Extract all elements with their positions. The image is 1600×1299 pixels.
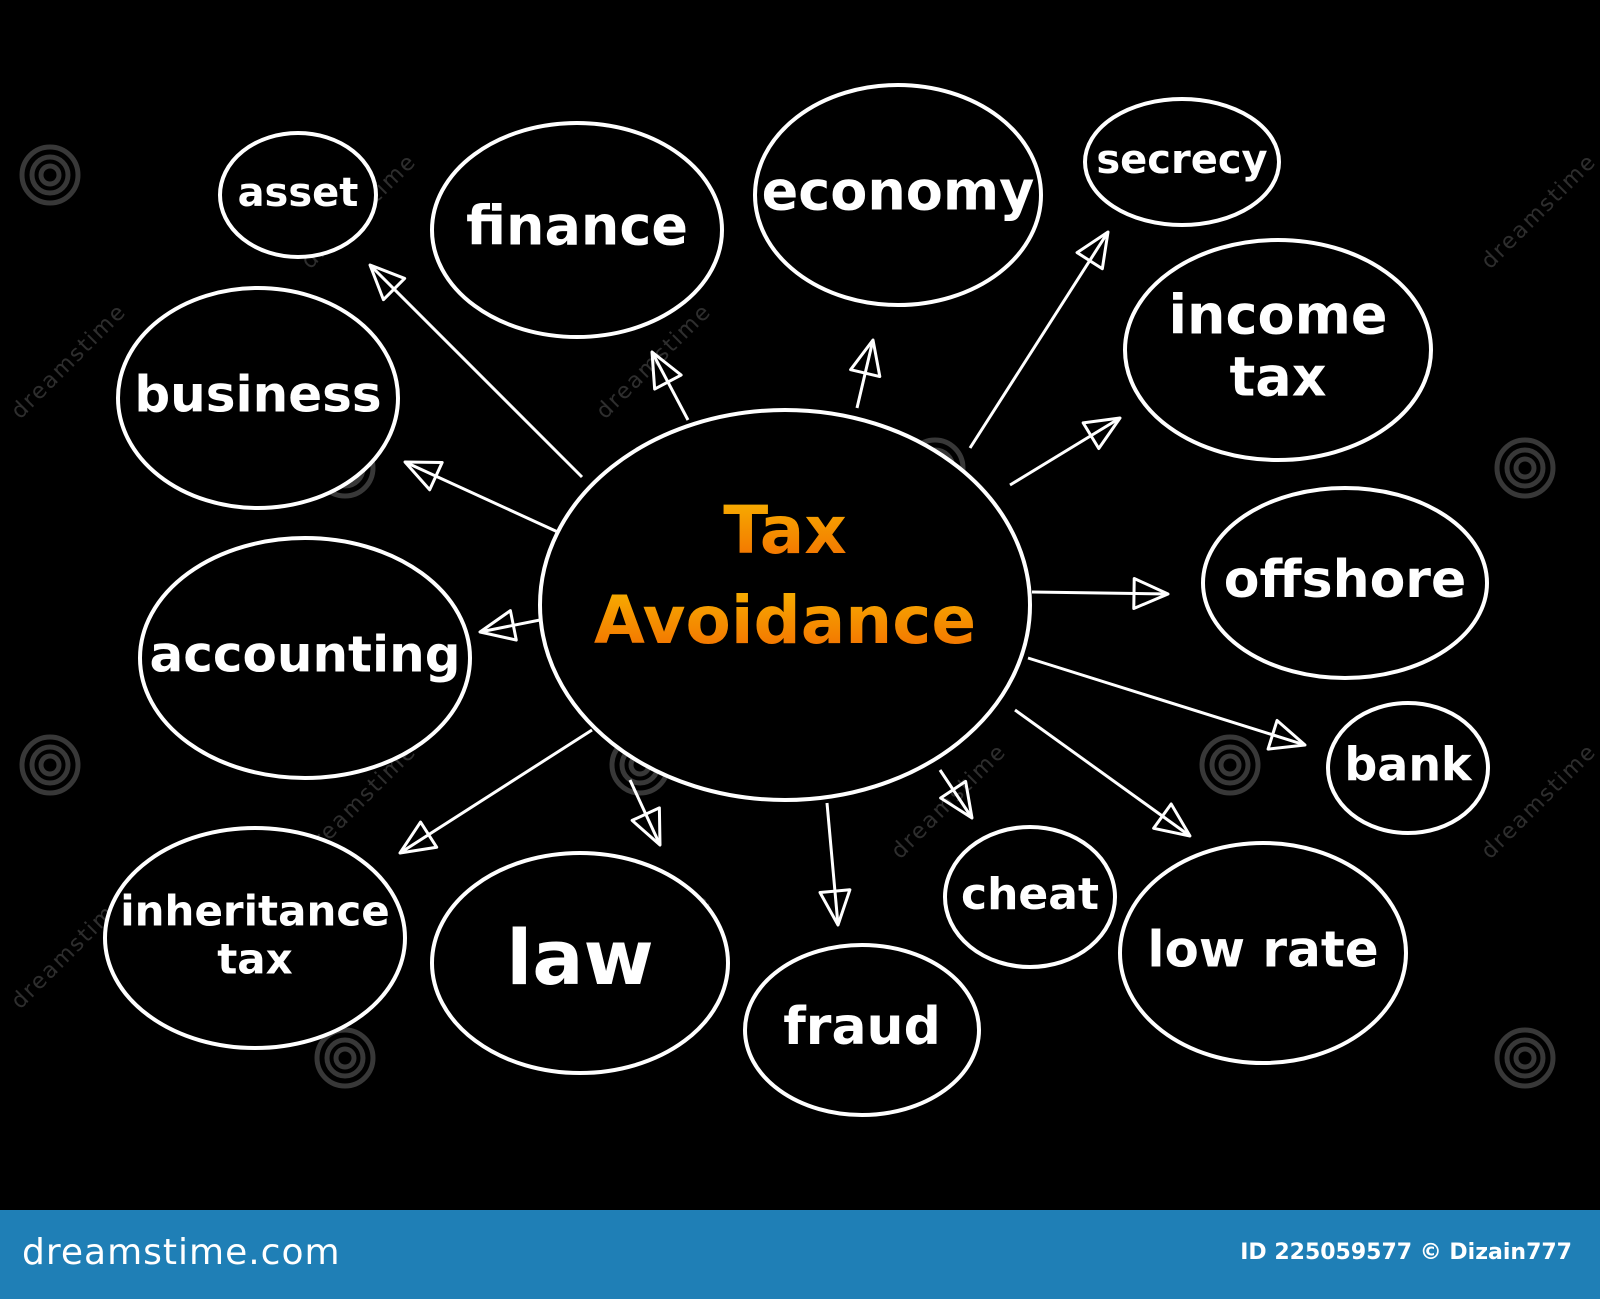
node-finance: finance: [430, 121, 724, 339]
node-bubble: [1201, 486, 1489, 680]
arrowhead-offshore-icon: [1132, 577, 1170, 610]
node-label: finance: [466, 195, 688, 258]
watermark-text: dreamstime: [1477, 739, 1600, 864]
connector-business: [404, 460, 561, 535]
connector-offshore: [1031, 590, 1169, 596]
footer-credit: ID 225059577 © Dizain777: [1240, 1240, 1572, 1265]
node-low-rate: low rate: [1118, 841, 1408, 1065]
node-label: business: [134, 366, 381, 424]
node-economy: economy: [753, 83, 1043, 307]
arrowhead-finance-icon: [650, 350, 683, 391]
watermark-logo-icon: [314, 1027, 376, 1089]
node-label: asset: [238, 170, 359, 216]
watermark-text: dreamstime: [1477, 149, 1600, 274]
connector-asset: [368, 263, 584, 479]
node-bubble: [943, 825, 1117, 969]
node-label: tax: [217, 935, 293, 984]
node-bubble: [430, 121, 724, 339]
node-secrecy: secrecy: [1083, 97, 1281, 227]
node-bubble: [138, 536, 472, 780]
arrowhead-fraud-icon: [818, 888, 852, 927]
connector-accounting: [479, 616, 551, 634]
connector-bank: [1027, 656, 1306, 747]
node-label: accounting: [150, 626, 461, 684]
node-business: business: [116, 286, 400, 510]
footer-bar: dreamstime.com ID 225059577 © Dizain777: [0, 1210, 1600, 1299]
connector-inheritance-tax: [399, 728, 593, 855]
node-label: economy: [762, 160, 1035, 223]
arrowhead-asset-icon: [368, 263, 407, 302]
center-node: Tax Avoidance: [538, 408, 1032, 802]
center-title-line2: Avoidance: [594, 582, 976, 659]
node-bubble: [753, 83, 1043, 307]
arrowhead-low-rate-icon: [1152, 802, 1192, 838]
arrowhead-secrecy-icon: [1075, 230, 1110, 271]
node-label: inheritance: [120, 886, 390, 935]
connector-finance: [650, 351, 690, 421]
node-bubble: [1083, 97, 1281, 227]
watermark-logo-icon: [1199, 734, 1261, 796]
arrowhead-income-tax-icon: [1081, 416, 1122, 450]
node-bubble: [430, 851, 730, 1075]
arrowhead-cheat-icon: [939, 779, 974, 820]
mind-map: dreamstimedreamstimedreamstimedreamstime…: [7, 83, 1600, 1117]
watermark-logo-icon: [1494, 1027, 1556, 1089]
node-label: fraud: [783, 997, 941, 1057]
connector-cheat: [938, 769, 974, 819]
watermark-logo-icon: [19, 144, 81, 206]
node-label: offshore: [1224, 550, 1466, 610]
node-asset: asset: [218, 131, 378, 259]
node-law: law: [430, 851, 730, 1075]
node-bubble: [1326, 701, 1490, 835]
node-bubble: [743, 943, 981, 1117]
node-bubble: [116, 286, 400, 510]
node-label: secrecy: [1096, 137, 1267, 183]
arrowhead-law-icon: [630, 806, 662, 847]
node-label: cheat: [961, 869, 1099, 920]
connector-fraud: [825, 802, 840, 926]
node-cheat: cheat: [943, 825, 1117, 969]
node-label: low rate: [1147, 921, 1378, 979]
node-accounting: accounting: [138, 536, 472, 780]
connector-low-rate: [1014, 708, 1191, 838]
node-label: tax: [1229, 346, 1326, 409]
arrowhead-economy-icon: [849, 338, 882, 379]
footer-site-name: dreamstime.com: [22, 1232, 341, 1273]
node-bubble: [1123, 238, 1433, 462]
node-label: law: [506, 913, 654, 1002]
arrowhead-accounting-icon: [478, 609, 518, 642]
node-label: bank: [1344, 738, 1473, 792]
connector-income-tax: [1009, 416, 1121, 487]
arrowhead-business-icon: [403, 460, 444, 492]
arrowhead-bank-icon: [1266, 719, 1307, 751]
node-bubble: [218, 131, 378, 259]
center-title-line1: Tax: [723, 492, 847, 569]
node-fraud: fraud: [743, 943, 981, 1117]
connector-law: [628, 779, 662, 846]
center-bubble: [538, 408, 1032, 802]
node-bubble: [1118, 841, 1408, 1065]
node-bank: bank: [1326, 701, 1490, 835]
arrowhead-inheritance-tax-icon: [398, 820, 439, 855]
node-bubble: [103, 826, 407, 1050]
watermark-text: dreamstime: [7, 299, 132, 424]
connector-layer: [368, 230, 1307, 927]
watermark-logo-icon: [1494, 437, 1556, 499]
node-offshore: offshore: [1201, 486, 1489, 680]
watermark-logo-icon: [19, 734, 81, 796]
node-label: income: [1169, 284, 1388, 347]
connector-secrecy: [968, 231, 1110, 449]
